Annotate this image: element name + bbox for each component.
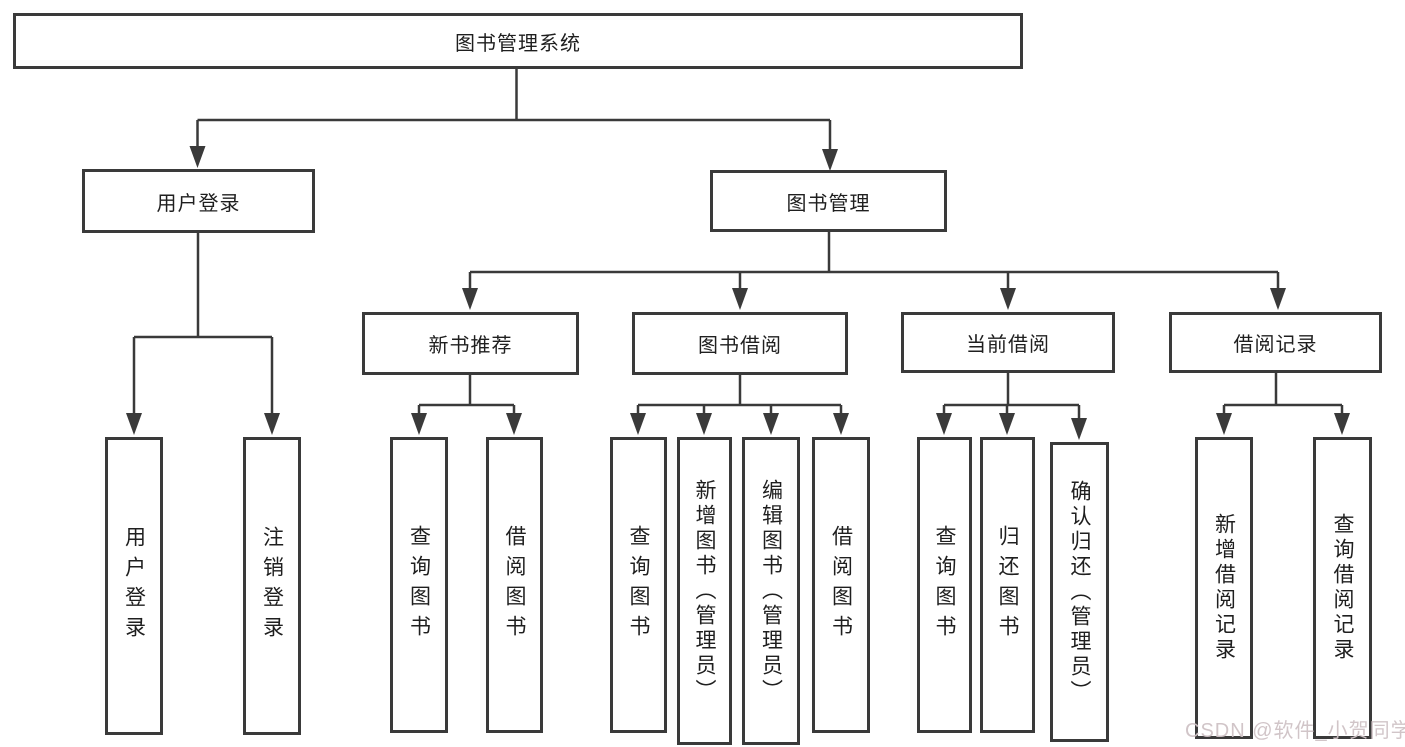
node-book-borrow-label: 图书借阅	[698, 335, 782, 357]
leaf-borrow-add-books-admin: 新增图书（管理员）	[677, 437, 732, 745]
leaf-recommend-query-books: 查询图书	[390, 437, 448, 733]
leaf-borrow-edit-books-admin: 编辑图书（管理员）	[742, 437, 800, 745]
node-book-management-label: 图书管理	[786, 192, 871, 215]
leaf-record-query: 查询借阅记录	[1313, 437, 1372, 739]
leaf-recommend-query-books-label: 查询图书	[407, 525, 431, 645]
node-borrow-record: 借阅记录	[1169, 312, 1382, 373]
leaf-recommend-borrow-books-label: 借阅图书	[503, 525, 526, 645]
leaf-current-query-books-label: 查询图书	[933, 525, 956, 645]
node-current-borrow: 当前借阅	[901, 312, 1115, 373]
node-book-management: 图书管理	[710, 170, 947, 232]
node-user-login-label: 用户登录	[156, 192, 241, 215]
leaf-record-add-label: 新增借阅记录	[1212, 513, 1236, 663]
leaf-user-login-label: 用户登录	[122, 526, 146, 646]
node-book-borrow: 图书借阅	[632, 312, 848, 375]
leaf-borrow-query-books: 查询图书	[610, 437, 667, 733]
csdn-watermark: CSDN @软件_小贺同学	[1185, 720, 1405, 742]
node-user-login: 用户登录	[82, 169, 315, 233]
node-borrow-record-label: 借阅记录	[1233, 334, 1318, 356]
leaf-record-add: 新增借阅记录	[1195, 437, 1253, 739]
leaf-borrow-edit-books-admin-label: 编辑图书（管理员）	[759, 478, 783, 704]
node-root: 图书管理系统	[13, 13, 1023, 69]
leaf-borrow-query-books-label: 查询图书	[627, 525, 650, 645]
leaf-borrow-borrow-books: 借阅图书	[812, 437, 870, 733]
leaf-current-return-books-label: 归还图书	[996, 525, 1019, 645]
node-new-book-recommend-label: 新书推荐	[428, 335, 513, 357]
node-new-book-recommend: 新书推荐	[362, 312, 579, 375]
leaf-borrow-add-books-admin-label: 新增图书（管理员）	[693, 478, 716, 704]
node-current-borrow-label: 当前借阅	[966, 334, 1050, 356]
leaf-current-confirm-return-admin-label: 确认归还（管理员）	[1068, 479, 1091, 705]
node-root-label: 图书管理系统	[455, 32, 581, 55]
leaf-record-query-label: 查询借阅记录	[1331, 513, 1354, 663]
leaf-borrow-borrow-books-label: 借阅图书	[829, 525, 853, 645]
leaf-user-login: 用户登录	[105, 437, 163, 735]
leaf-recommend-borrow-books: 借阅图书	[486, 437, 543, 733]
leaf-logout-label: 注销登录	[260, 526, 284, 646]
leaf-current-return-books: 归还图书	[980, 437, 1035, 733]
leaf-logout: 注销登录	[243, 437, 301, 735]
leaf-current-query-books: 查询图书	[917, 437, 972, 733]
leaf-current-confirm-return-admin: 确认归还（管理员）	[1050, 442, 1109, 742]
